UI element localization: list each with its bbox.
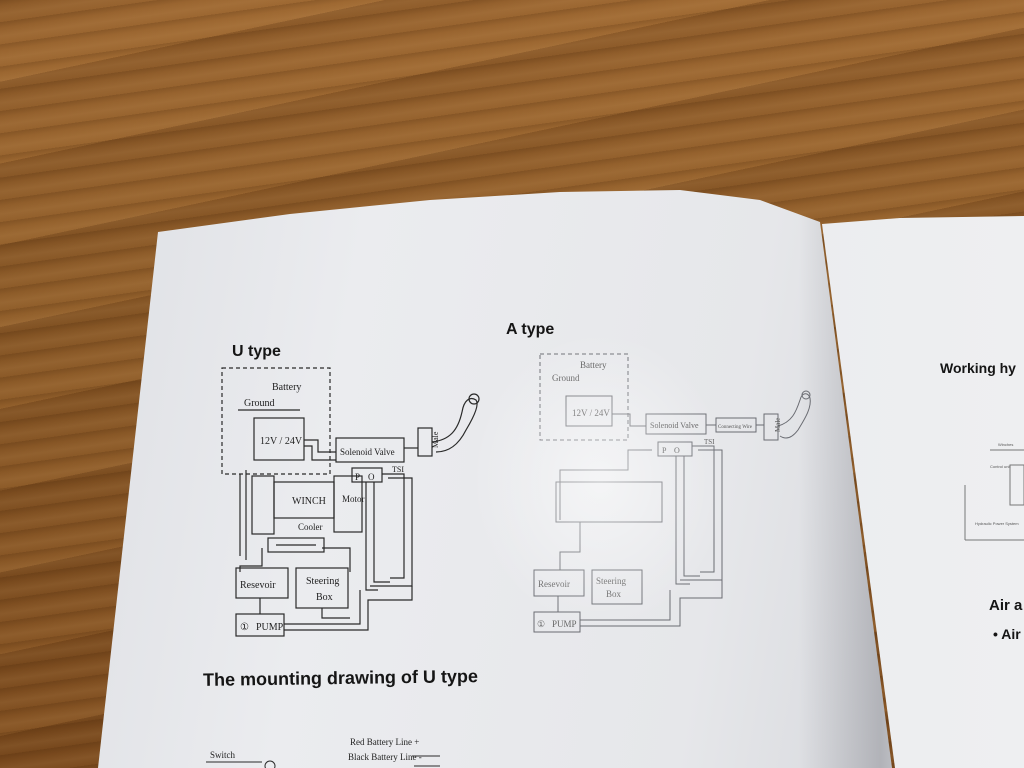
u-reservoir-box bbox=[235, 567, 289, 599]
u-ground-label: Ground bbox=[244, 398, 275, 409]
mount-switch-label: Switch bbox=[210, 750, 236, 760]
u-male-label: Male bbox=[431, 431, 440, 448]
u-motor-label: Motor bbox=[342, 494, 365, 504]
u-p-label: P bbox=[355, 472, 360, 482]
u-steering-label: Steering bbox=[306, 576, 339, 587]
u-cooler-label: Cooler bbox=[298, 522, 323, 532]
a-male-label: Male bbox=[774, 418, 782, 432]
right-mini-label-2: Hydraulic Power System bbox=[975, 521, 1019, 526]
u-pump-label: PUMP bbox=[256, 622, 284, 633]
right-mini-label-1: Control unit bbox=[990, 464, 1011, 469]
u-tsi-label: TSI bbox=[392, 465, 404, 474]
u-o-label: O bbox=[368, 472, 375, 482]
mount-red-line-label: Red Battery Line + bbox=[350, 737, 419, 747]
u-voltage-box bbox=[253, 417, 305, 461]
air-heading: Air a bbox=[989, 597, 1023, 614]
u-motor-box bbox=[333, 475, 363, 533]
a-male-box bbox=[763, 413, 779, 441]
u-type-heading: U type bbox=[232, 343, 281, 360]
u-pump-number: ① bbox=[240, 622, 249, 633]
u-box-label: Box bbox=[316, 592, 333, 603]
u-solenoid-box bbox=[335, 437, 405, 463]
mount-black-line-label: Black Battery Line - bbox=[348, 752, 422, 762]
working-heading: Working hy bbox=[940, 360, 1016, 376]
a-connecting-label: Connecting Wire bbox=[718, 425, 753, 430]
u-reservoir-label: Resevoir bbox=[240, 580, 276, 591]
right-mini-label-0: Winches bbox=[998, 442, 1013, 447]
air-bullet: • Air bbox=[993, 626, 1021, 642]
u-voltage-label: 12V / 24V bbox=[260, 436, 303, 447]
u-battery-box bbox=[221, 367, 331, 475]
u-winch-label: WINCH bbox=[292, 496, 326, 507]
u-solenoid-label: Solenoid Valve bbox=[340, 447, 395, 457]
u-battery-label: Battery bbox=[272, 382, 301, 393]
